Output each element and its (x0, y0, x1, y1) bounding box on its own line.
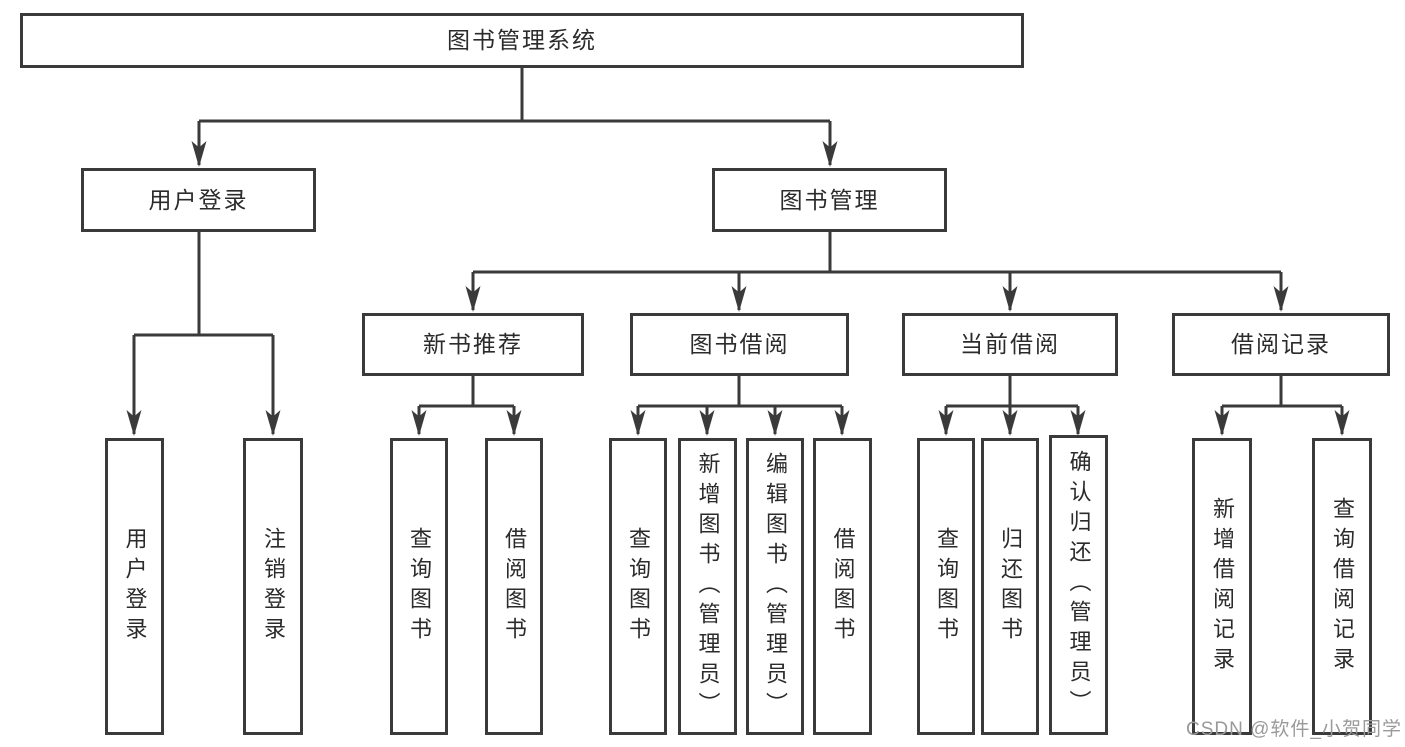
node-book-borrowing: 图书借阅 (630, 313, 849, 376)
node-new-book-recommendation: 新书推荐 (362, 313, 584, 376)
leaf-br-add-record: 新增借阅记录 (1192, 438, 1252, 735)
leaf-bb-add-books-admin: 新增图书（管理员） (678, 438, 737, 735)
leaf-cb-query-books: 查询图书 (917, 438, 975, 735)
leaf-cb-confirm-return-admin: 确认归还（管理员） (1049, 435, 1108, 735)
node-current-borrowing: 当前借阅 (902, 313, 1118, 376)
leaf-bb-borrow-books: 借阅图书 (813, 438, 872, 735)
node-user-login: 用户登录 (81, 168, 316, 232)
watermark: CSDN @软件_小贺同学 (1186, 719, 1402, 740)
node-borrowing-records: 借阅记录 (1172, 313, 1390, 376)
node-book-management: 图书管理 (712, 168, 947, 232)
leaf-bb-edit-books-admin: 编辑图书（管理员） (746, 438, 804, 735)
leaf-bb-query-books: 查询图书 (609, 438, 667, 735)
leaf-nbr-query-books: 查询图书 (390, 438, 448, 735)
leaf-user-login: 用户登录 (105, 438, 164, 735)
leaf-nbr-borrow-books: 借阅图书 (485, 438, 543, 735)
node-library-management-system: 图书管理系统 (20, 13, 1024, 68)
leaf-cb-return-books: 归还图书 (981, 438, 1039, 735)
leaf-logout-login: 注销登录 (243, 438, 303, 735)
leaf-br-query-record: 查询借阅记录 (1312, 438, 1372, 735)
